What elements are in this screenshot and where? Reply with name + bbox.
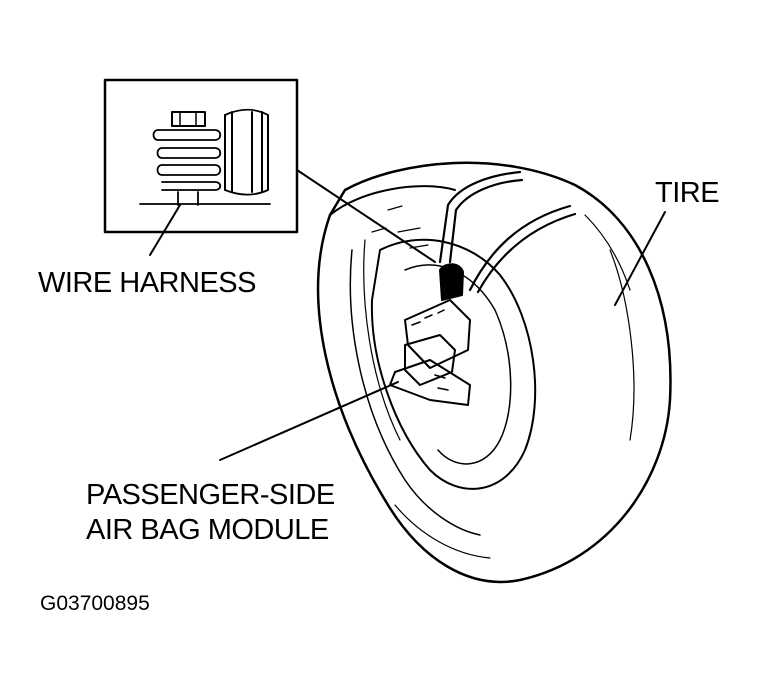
wire-harness-label: WIRE HARNESS [38, 267, 256, 299]
tire-label: TIRE [655, 177, 720, 209]
wire-strap [438, 170, 577, 294]
airbag-module [389, 263, 471, 406]
tire [316, 161, 672, 584]
figure-code: G03700895 [40, 592, 150, 615]
airbag-module-label-line1: PASSENGER-SIDE [86, 479, 335, 511]
leader-lines [149, 169, 666, 461]
airbag-module-label-line2: AIR BAG MODULE [86, 514, 329, 546]
detail-inset [103, 78, 299, 234]
